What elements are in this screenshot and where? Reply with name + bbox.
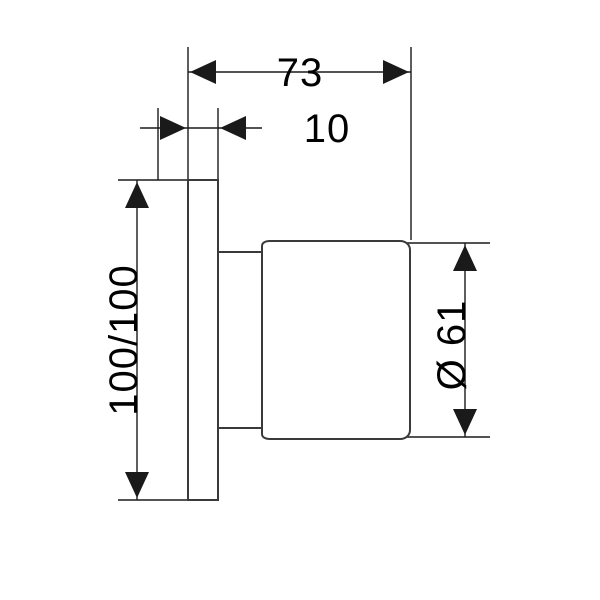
arrow-100-top — [125, 182, 149, 208]
arrow-61-top — [453, 245, 477, 271]
arrow-10-right — [220, 116, 246, 140]
dimension-arrowheads — [125, 60, 477, 498]
dim-label-100-100: 100/100 — [102, 264, 146, 416]
dim-label-10: 10 — [304, 107, 351, 151]
arrow-10-left — [160, 116, 186, 140]
valve-neck — [217, 251, 263, 429]
handle-body — [261, 240, 411, 440]
arrow-73-left — [190, 60, 216, 84]
arrow-73-right — [383, 60, 409, 84]
product-outline — [187, 179, 411, 501]
dim-label-73: 73 — [277, 51, 324, 95]
arrow-100-bottom — [125, 472, 149, 498]
arrow-61-bottom — [453, 409, 477, 435]
dim-label-61: Ø 61 — [430, 300, 474, 391]
escutcheon-plate — [187, 179, 219, 501]
